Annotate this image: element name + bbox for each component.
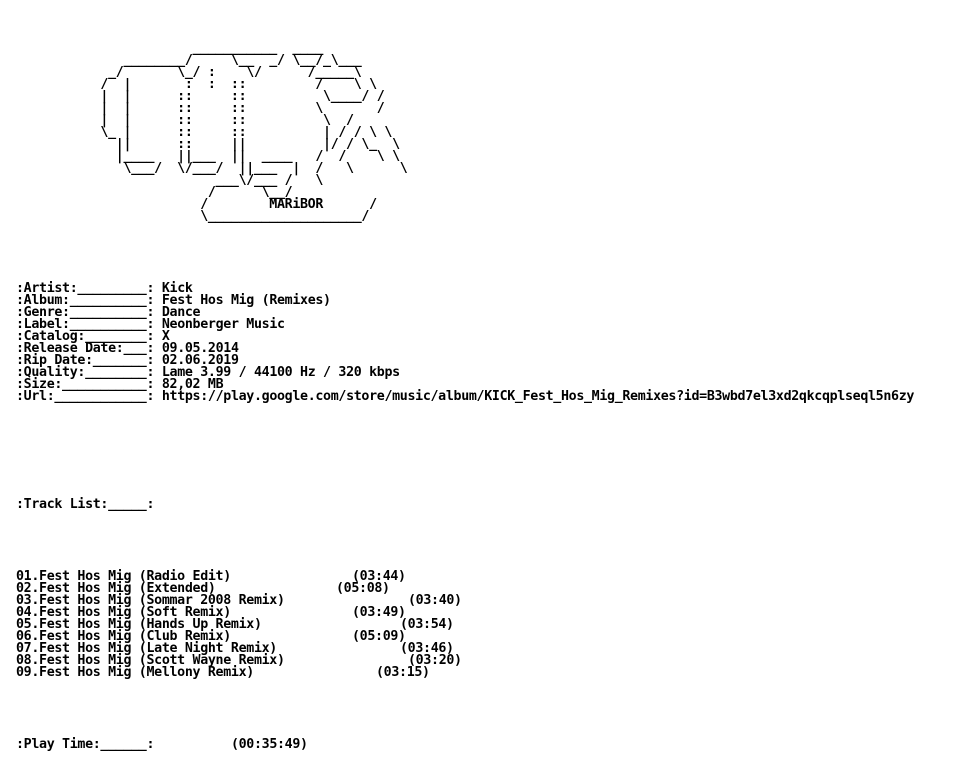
ascii-art-line: _/ \_/ : \/ /_____\ [16, 65, 362, 80]
ascii-art-line: | | :: :: \ / [16, 101, 385, 116]
info-value: 02.06.2019 [161, 353, 239, 368]
info-key: :Label:__________: [16, 317, 155, 332]
info-row: :Genre:__________: Dance [16, 305, 914, 320]
ascii-art-line: ___________ ____ [16, 41, 324, 56]
info-value: Fest Hos Mig (Remixes) [161, 293, 331, 308]
info-value: Neonberger Music [161, 317, 285, 332]
track-duration: (03:49) [352, 605, 406, 620]
info-row: :Quality:________: Lame 3.99 / 44100 Hz … [16, 365, 914, 380]
tracklist-header: :Track List:_____: [16, 497, 155, 512]
info-row: :Rip Date:_______: 02.06.2019 [16, 353, 914, 368]
info-row: :Catalog:________: X [16, 329, 914, 344]
track-duration: (03:54) [400, 617, 454, 632]
track-duration: (03:40) [408, 593, 462, 608]
info-row: :Artist:_________: Kick [16, 281, 914, 296]
info-row: :Url:____________: https://play.google.c… [16, 389, 915, 404]
track-duration: (05:08) [336, 581, 390, 596]
spacer [16, 703, 914, 715]
info-key: :Artist:_________: [16, 281, 155, 296]
info-value: Dance [161, 305, 201, 320]
track-title: 09.Fest Hos Mig (Mellony Remix) [16, 665, 254, 680]
spacer [16, 427, 914, 439]
info-row: :Size:___________: 82,02 MB [16, 377, 914, 392]
info-key: :Genre:__________: [16, 305, 155, 320]
info-key: :Url:____________: [16, 389, 155, 404]
ascii-art-line: / \__/ [16, 185, 293, 200]
track-list: 01.Fest Hos Mig (Radio Edit)(03:44)02.Fe… [16, 569, 914, 680]
info-value: Lame 3.99 / 44100 Hz / 320 kbps [161, 365, 400, 380]
info-value: Kick [161, 281, 193, 296]
track-duration: (05:09) [352, 629, 406, 644]
spacer [16, 247, 914, 259]
ascii-art-line: |____ ||___ || ____ / / \ \ [16, 149, 400, 164]
play-time-value: (00:35:49) [230, 737, 308, 752]
info-key: :Album:__________: [16, 293, 155, 308]
info-separator [154, 389, 162, 404]
info-row: :Label:__________: Neonberger Music [16, 317, 914, 332]
info-key: :Release Date:___: [16, 341, 155, 356]
info-key: :Rip Date:_______: [16, 353, 155, 368]
info-key: :Quality:________: [16, 365, 155, 380]
ascii-art-line: ___\/___ / \ [16, 173, 324, 188]
info-row: :Release Date:___: 09.05.2014 [16, 341, 914, 356]
track-duration: (03:46) [400, 641, 454, 656]
spacer [16, 535, 914, 547]
play-time-pad [154, 737, 231, 752]
play-time-key: :Play Time:______: [16, 737, 155, 752]
track-duration: (03:20) [408, 653, 462, 668]
ascii-art-line: ________/ \__ _/ \__/_\___ [16, 53, 362, 68]
nfo-document: ___________ ____ ________/ \__ _/ \__/_\… [16, 19, 914, 763]
info-value: X [161, 329, 170, 344]
ascii-art-line: | | :: :: \ / [16, 113, 370, 128]
ascii-art-line: | | :: :: \____/ / [16, 89, 385, 104]
info-value: https://play.google.com/store/music/albu… [161, 389, 915, 404]
ascii-logo: ___________ ____ ________/ \__ _/ \__/_\… [16, 41, 914, 224]
spacer [16, 463, 914, 475]
ascii-art-line: \___/ \/___/ ||___ | / \ \ [16, 161, 408, 176]
info-value: 09.05.2014 [161, 341, 239, 356]
play-time-row: :Play Time:______: (00:35:49) [16, 737, 914, 752]
info-key: :Size:___________: [16, 377, 155, 392]
ascii-art-line: || :: || |/ / \_ \ [16, 137, 400, 152]
info-value: 82,02 MB [161, 377, 224, 392]
track-duration: (03:15) [376, 665, 430, 680]
ascii-art-line: / MARiBOR / [16, 197, 377, 212]
info-key: :Catalog:________: [16, 329, 155, 344]
track-row: 09.Fest Hos Mig (Mellony Remix) (03:15) [16, 665, 914, 680]
track-duration: (03:44) [352, 569, 406, 584]
ascii-art-line: \____________________/ [16, 209, 370, 224]
release-info: :Artist:_________: Kick:Album:__________… [16, 281, 915, 404]
ascii-art-line: / | : : :: / \ \ [16, 77, 377, 92]
info-row: :Album:__________: Fest Hos Mig (Remixes… [16, 293, 914, 308]
ascii-art-line: \_ | :: :: | / / \ \ [16, 125, 393, 140]
